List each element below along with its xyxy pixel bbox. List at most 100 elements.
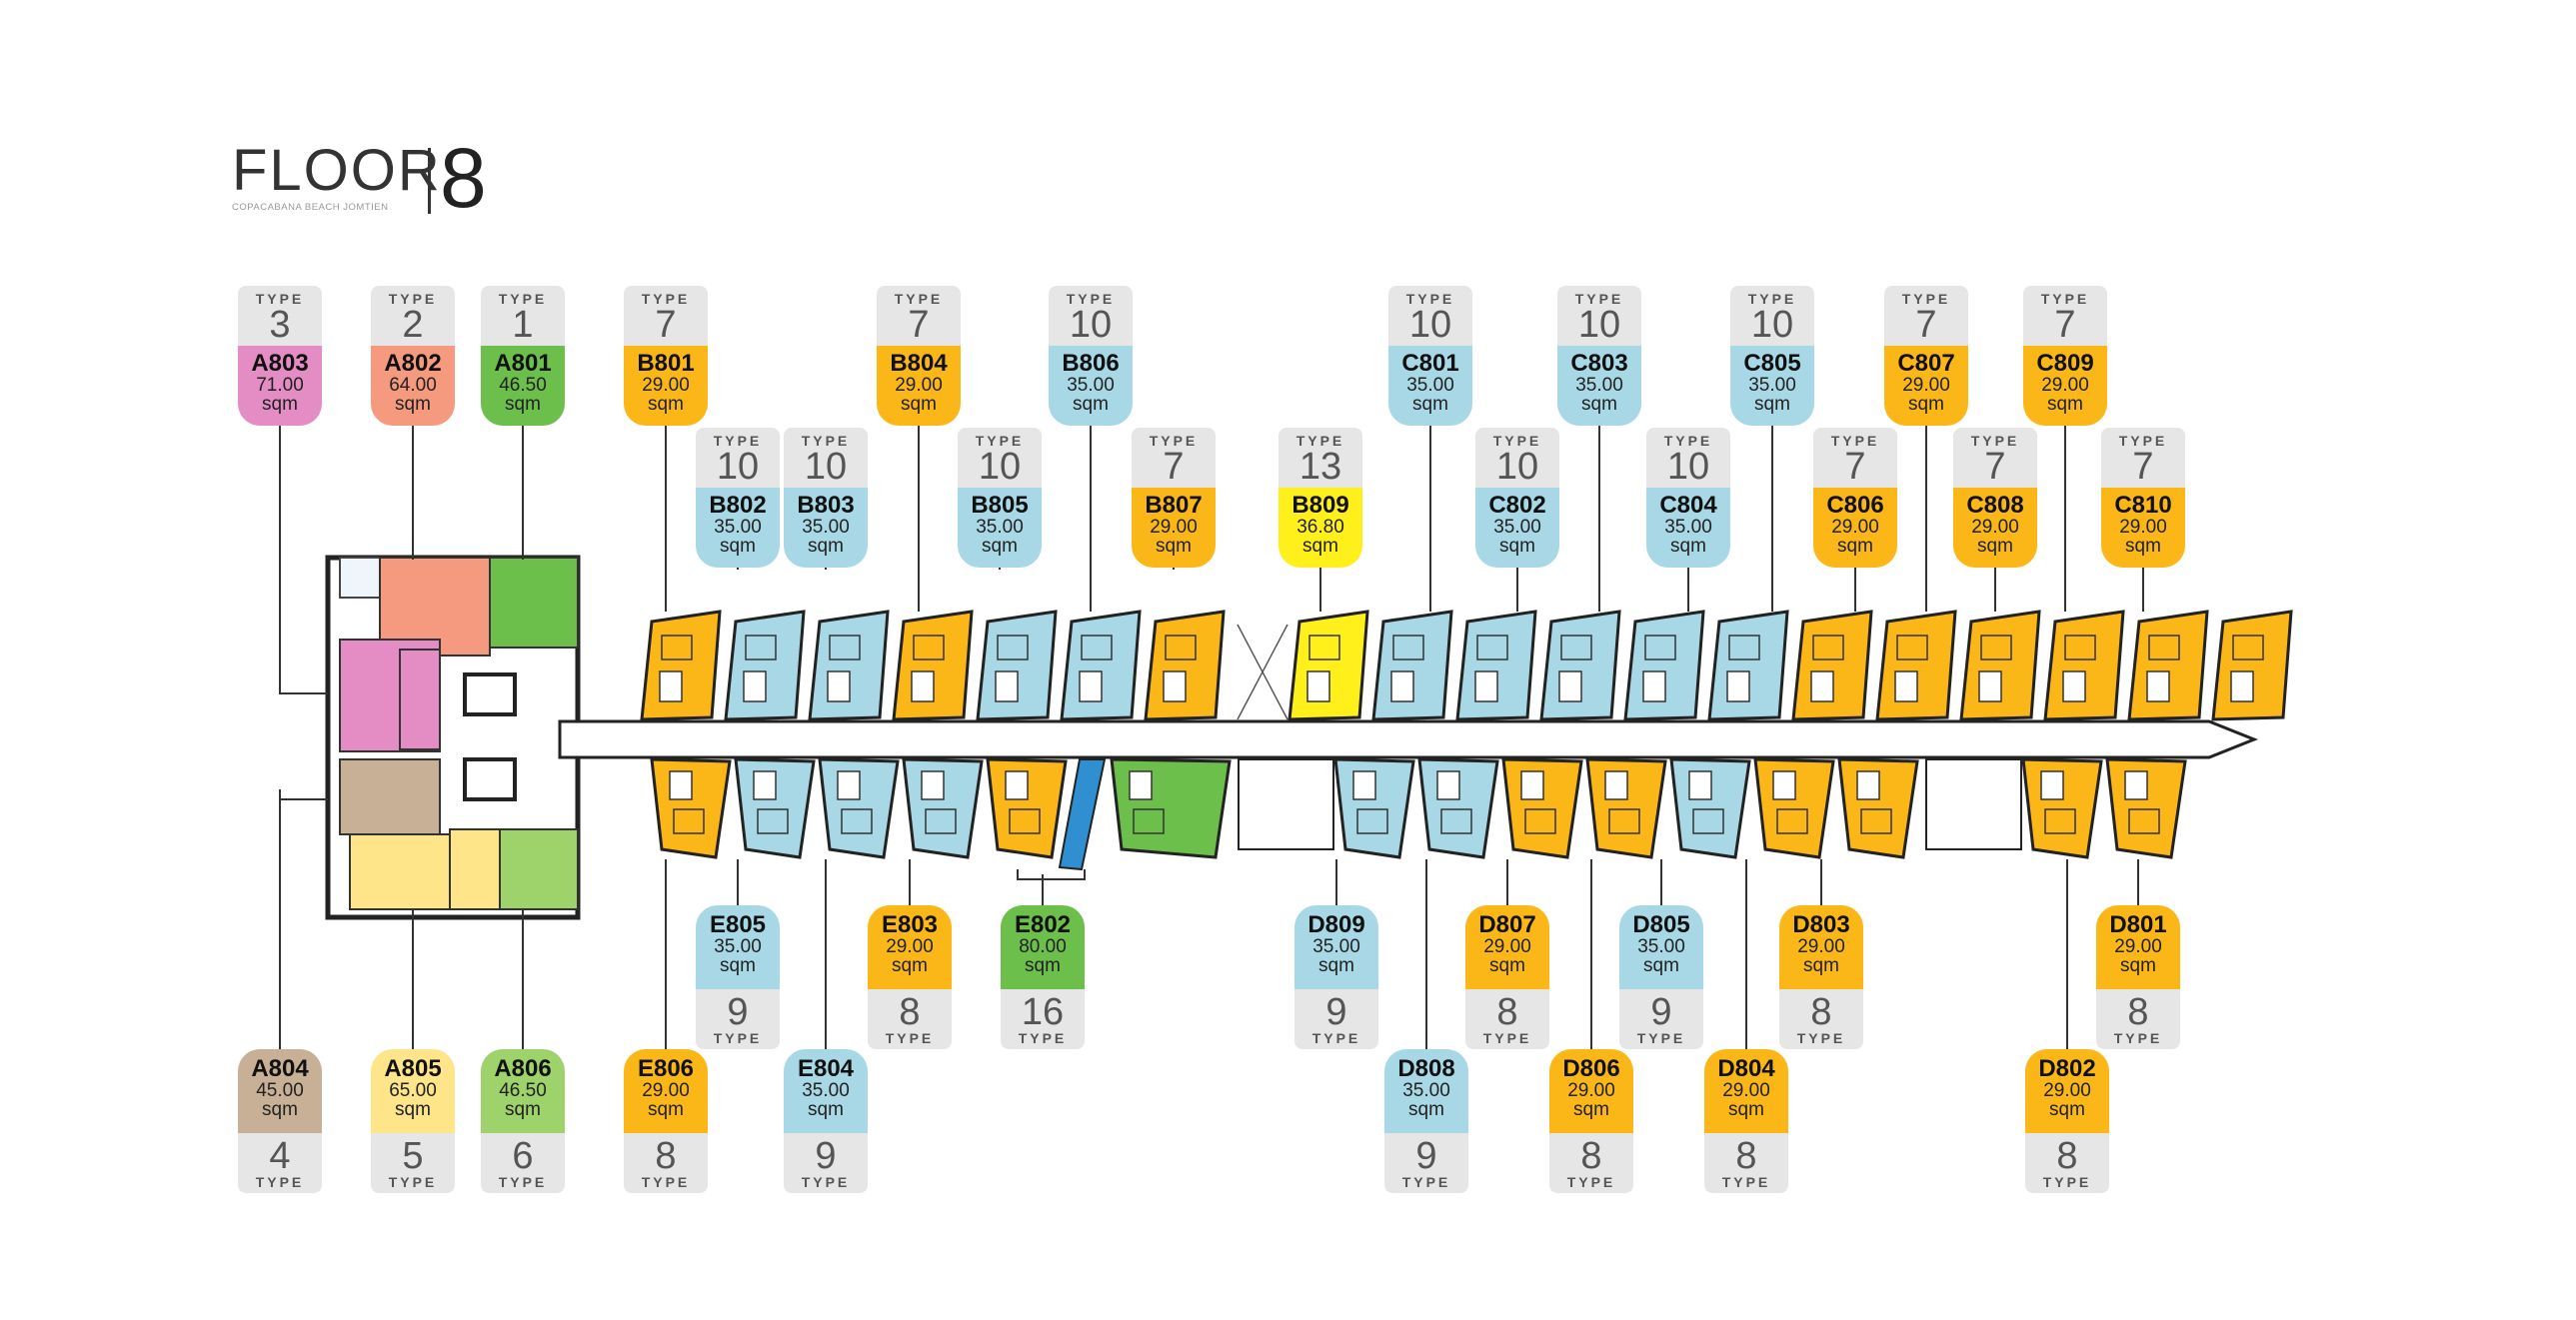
type-word: TYPE: [1796, 1030, 1846, 1046]
type-word: TYPE: [1721, 1174, 1771, 1190]
type-number: 10: [1666, 446, 1710, 488]
service-core: [1238, 758, 1334, 850]
upper-unit-bath: [911, 670, 935, 702]
type-word: TYPE: [2113, 1030, 2163, 1046]
unit-code: A803: [251, 350, 309, 377]
lower-unit-room: [1524, 808, 1556, 834]
upper-unit-shape: [1455, 610, 1537, 721]
type-number: 7: [1844, 446, 1866, 488]
unit-area: 71.00: [256, 375, 304, 396]
lower-unit-bath: [2040, 770, 2064, 800]
unit-area-unit: sqm: [395, 394, 431, 415]
service-core: [1925, 758, 2022, 850]
unit-area-unit: sqm: [1803, 955, 1839, 976]
unit-code: C801: [1401, 350, 1459, 377]
unit-code: D809: [1307, 911, 1365, 938]
a806-plan: [499, 828, 579, 910]
upper-unit-bath: [1810, 670, 1834, 702]
unit-area-unit: sqm: [1754, 394, 1790, 415]
type-word: TYPE: [713, 1030, 763, 1046]
unit-code: B804: [890, 350, 948, 377]
central-corridor: [558, 719, 2259, 759]
lower-unit-room: [1860, 808, 1892, 834]
unit-area-unit: sqm: [505, 394, 541, 415]
type-word: TYPE: [1311, 1030, 1361, 1046]
type-word: TYPE: [1492, 433, 1542, 449]
lower-unit-room: [1133, 808, 1165, 834]
unit-code: B807: [1145, 492, 1203, 519]
type-word: TYPE: [1405, 291, 1455, 307]
upper-unit-shape: [1539, 610, 1621, 721]
lower-unit-bath: [921, 770, 945, 800]
stair-core-upper: [463, 672, 517, 716]
type-number: 9: [727, 991, 749, 1033]
upper-unit-bath: [1642, 670, 1666, 702]
type-number: 7: [1915, 304, 1937, 346]
unit-code: E804: [797, 1055, 855, 1082]
upper-unit-shape: [808, 610, 890, 721]
unit-area-unit: sqm: [1643, 955, 1679, 976]
upper-unit-shape: [1959, 610, 2041, 721]
unit-code: D805: [1632, 911, 1690, 938]
title-divider: [428, 148, 431, 214]
unit-code: D801: [2109, 911, 2167, 938]
type-number: 9: [1415, 1135, 1437, 1177]
lower-unit-bath: [1856, 770, 1880, 800]
unit-code: B803: [797, 492, 855, 519]
a805-plan-ext: [449, 828, 501, 910]
unit-area: 35.00: [1493, 517, 1541, 538]
type-number: 10: [1577, 304, 1621, 346]
unit-area: 29.00: [1902, 375, 1950, 396]
type-number: 5: [402, 1135, 424, 1177]
unit-area: 35.00: [1402, 1080, 1450, 1101]
upper-unit-room: [1476, 635, 1508, 660]
unit-code: D804: [1717, 1055, 1775, 1082]
unit-area: 35.00: [1748, 375, 1796, 396]
unit-area-unit: sqm: [982, 536, 1018, 557]
upper-unit-bath: [2146, 670, 2170, 702]
unit-code: C803: [1570, 350, 1628, 377]
upper-unit-shape: [640, 610, 722, 721]
unit-code: E805: [709, 911, 767, 938]
type-number: 10: [1495, 446, 1539, 488]
type-word: TYPE: [641, 291, 691, 307]
unit-code: B801: [637, 350, 695, 377]
upper-unit-room: [1644, 635, 1676, 660]
unit-area: 35.00: [1575, 375, 1623, 396]
type-word: TYPE: [885, 1030, 935, 1046]
unit-area-unit: sqm: [1499, 536, 1535, 557]
upper-unit-room: [1165, 635, 1197, 660]
unit-area-unit: sqm: [892, 955, 928, 976]
unit-code: E803: [881, 911, 939, 938]
unit-code: A805: [384, 1055, 442, 1082]
unit-area-unit: sqm: [1156, 536, 1192, 557]
unit-code: D802: [2038, 1055, 2096, 1082]
unit-area-unit: sqm: [720, 955, 756, 976]
